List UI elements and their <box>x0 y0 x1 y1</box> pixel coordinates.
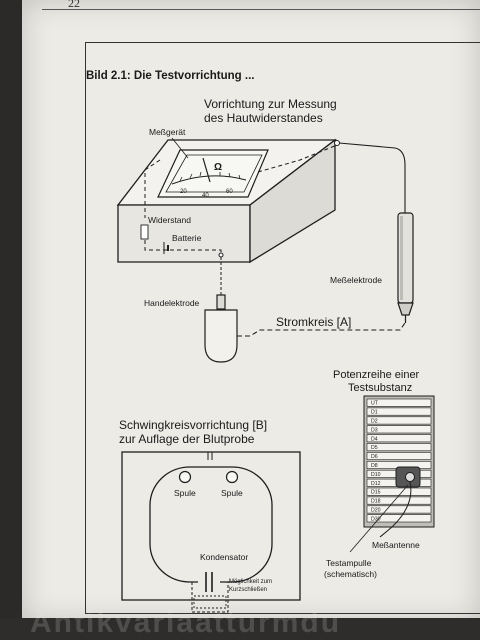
ampoule-label-leader <box>349 484 409 553</box>
circuit-a-label: Stromkreis [A] <box>276 315 351 329</box>
ampoule-label-line2: (schematisch) <box>324 569 377 579</box>
measuring-electrode <box>397 212 414 323</box>
box-terminal <box>218 252 224 258</box>
watermark: Antikvariaatturmdu <box>30 606 342 639</box>
potency-row <box>366 398 432 407</box>
internal-wire-left <box>144 159 161 218</box>
potency-title-line1: Potenzreihe einer <box>333 369 420 381</box>
terminal-top <box>207 452 213 460</box>
potency-row-label: D3 <box>371 427 378 433</box>
potency-row-label: D8 <box>371 463 378 469</box>
potency-row-label: D30 <box>371 516 381 522</box>
potency-row-label: D6 <box>371 454 378 460</box>
potency-row <box>366 505 432 514</box>
scale-number-20: 20 <box>180 189 187 195</box>
figure-caption: Bild 2.1: Die Testvorrichtung ... <box>86 70 254 82</box>
resistor-label: Widerstand <box>148 215 191 225</box>
page-number: 22 <box>68 0 80 10</box>
antenna-label: Meßantenne <box>372 540 420 550</box>
potency-row-label: D4 <box>371 436 378 442</box>
scale-number-40: 40 <box>202 193 209 199</box>
header-rule <box>42 9 480 10</box>
potency-row <box>366 452 432 460</box>
potency-row <box>366 434 432 443</box>
box-output-terminal <box>334 140 340 146</box>
capacitor-symbol <box>205 572 213 592</box>
potency-row-label: D18 <box>371 499 381 505</box>
internal-wire-right <box>257 144 338 173</box>
potency-row <box>366 443 432 452</box>
meter-display <box>157 149 269 198</box>
potency-row <box>366 514 432 523</box>
ohm-symbol: Ω <box>214 162 222 173</box>
coil-left-label: Spule <box>174 488 196 498</box>
scale-number-60: 60 <box>226 189 233 195</box>
coil-right <box>225 470 239 484</box>
circuit-a-path <box>237 322 406 337</box>
short-circuit-box <box>193 595 227 609</box>
potency-title-line2: Testsubstanz <box>348 382 412 394</box>
measuring-electrode-label: Meßelektrode <box>330 275 382 285</box>
potency-row-label: D15 <box>371 490 381 496</box>
resistor-symbol <box>140 224 149 240</box>
capacitor-label: Kondensator <box>200 552 248 562</box>
potency-row <box>366 416 432 425</box>
potency-row-label: D10 <box>371 472 381 478</box>
potency-row-label: D1 <box>371 410 378 416</box>
potency-row <box>366 407 432 416</box>
figure-frame <box>85 42 480 614</box>
potency-row-label: D2 <box>371 419 378 425</box>
ampoule-label-line1: Testampulle <box>326 558 372 568</box>
electrode-cable <box>338 142 406 213</box>
device-a-title-line2: des Hautwiderstandes <box>204 111 323 125</box>
device-b-title-line2: zur Auflage der Blutprobe <box>119 432 255 446</box>
coil-left <box>178 470 192 484</box>
potency-row-label: D5 <box>371 445 378 451</box>
potency-row <box>366 496 432 505</box>
antenna-wire <box>379 481 412 538</box>
short-note-line1: Möglichkeit zum <box>229 579 272 585</box>
meter-needle <box>202 157 211 183</box>
potency-row <box>366 425 432 434</box>
device-a-title-line1: Vorrichtung zur Messung <box>204 97 337 111</box>
meter-label-leader <box>171 137 189 159</box>
meter-label: Meßgerät <box>149 127 186 137</box>
short-note-line2: Kurzschließen <box>229 587 267 593</box>
photo-bottom-edge <box>0 618 480 640</box>
resonant-circuit-box <box>121 451 301 601</box>
potency-row-label: D20 <box>371 508 381 514</box>
coil-right-label: Spule <box>221 488 243 498</box>
short-circuit-path <box>191 582 229 613</box>
hand-electrode <box>204 294 238 363</box>
battery-symbol <box>163 242 169 254</box>
battery-label: Batterie <box>172 233 202 243</box>
resonant-loop <box>149 466 273 583</box>
potency-row-label: UT <box>371 401 379 407</box>
antenna-tip <box>405 472 415 482</box>
device-b-title-line1: Schwingkreisvorrichtung [B] <box>119 418 267 432</box>
potency-row-label: D12 <box>371 481 381 487</box>
hand-electrode-label: Handelektrode <box>144 298 200 308</box>
